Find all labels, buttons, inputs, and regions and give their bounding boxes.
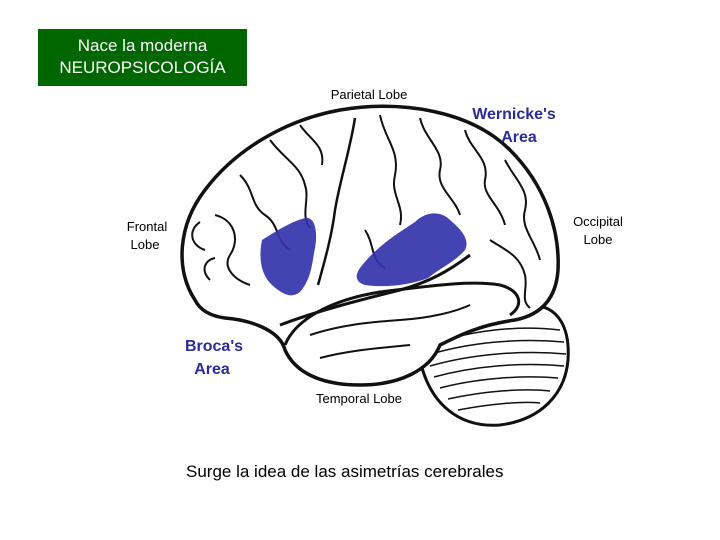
frontal-label-line-1: Frontal <box>127 219 168 234</box>
occipital-label-line-2: Lobe <box>584 232 613 247</box>
frontal-label-line-2: Lobe <box>131 237 160 252</box>
occipital-label-line-1: Occipital <box>573 214 623 229</box>
slide-caption: Surge la idea de las asimetrías cerebral… <box>186 462 504 482</box>
parietal-lobe-label: Parietal Lobe <box>331 87 408 102</box>
temporal-lobe-label: Temporal Lobe <box>316 391 402 406</box>
broca-label-line-1: Broca's <box>185 338 243 355</box>
wernicke-label-line-1: Wernicke's <box>472 106 556 123</box>
broca-label-line-2: Area <box>194 361 230 378</box>
wernicke-label-line-2: Area <box>501 129 537 146</box>
